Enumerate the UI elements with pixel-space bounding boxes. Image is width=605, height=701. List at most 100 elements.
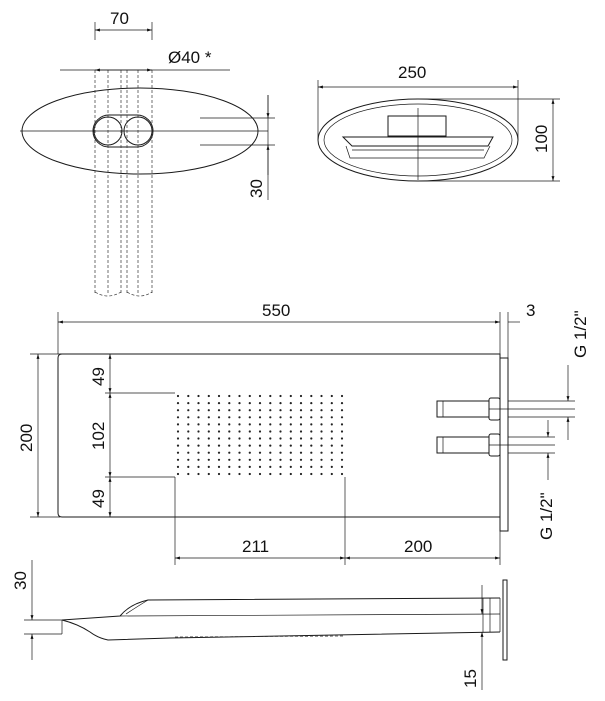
nozzle-dot bbox=[310, 423, 313, 426]
nozzle-dot bbox=[197, 423, 200, 426]
nozzle-dot bbox=[176, 458, 180, 461]
nozzle-dot bbox=[228, 423, 231, 426]
nozzle-dot bbox=[207, 402, 210, 405]
nozzle-dot bbox=[176, 465, 180, 468]
nozzle-dot bbox=[238, 465, 241, 468]
nozzle-dot bbox=[197, 394, 200, 398]
nozzle-dot bbox=[176, 430, 180, 433]
dim-grid-height: 102 bbox=[89, 422, 108, 450]
nozzle-dot bbox=[187, 402, 190, 405]
nozzle-dot bbox=[207, 394, 210, 398]
nozzle-dot bbox=[269, 416, 272, 419]
wall-plate-front-view: 70 Ø40 * 30 bbox=[20, 9, 275, 297]
nozzle-dot bbox=[176, 437, 180, 440]
nozzle-dot bbox=[340, 465, 344, 468]
nozzle-dot bbox=[320, 465, 323, 468]
nozzle-dot bbox=[279, 423, 282, 426]
nozzle-dot bbox=[320, 402, 323, 405]
nozzle-dot bbox=[197, 430, 200, 433]
nozzle-dot bbox=[269, 430, 272, 433]
nozzle-dot bbox=[238, 409, 241, 412]
nozzle-dot bbox=[176, 444, 180, 447]
nozzle-dot bbox=[258, 444, 262, 447]
nozzle-dot bbox=[217, 416, 221, 419]
nozzle-dot bbox=[330, 451, 333, 454]
nozzle-dot bbox=[217, 444, 221, 447]
nozzle-dot bbox=[248, 458, 251, 461]
nozzle-dot bbox=[228, 409, 231, 412]
dim-oval-height: 100 bbox=[532, 125, 551, 153]
nozzle-dot bbox=[207, 416, 210, 419]
nozzle-dot bbox=[269, 402, 272, 405]
nozzle-dot bbox=[330, 423, 333, 426]
nozzle-dot bbox=[310, 458, 313, 461]
nozzle-dot bbox=[299, 444, 303, 447]
nozzle-dot bbox=[289, 472, 292, 476]
nozzle-dot bbox=[258, 430, 262, 433]
nozzle-dot bbox=[330, 472, 333, 476]
nozzle-dot bbox=[197, 472, 200, 476]
nozzle-dot bbox=[238, 437, 241, 440]
nozzle-dot bbox=[258, 416, 262, 419]
nozzle-dot bbox=[320, 472, 323, 476]
nozzle-dot bbox=[310, 437, 313, 440]
nozzle-dot bbox=[330, 409, 333, 412]
dim-thread-top: G 1/2" bbox=[571, 310, 590, 358]
nozzle-dot bbox=[176, 423, 180, 426]
nozzle-dot bbox=[320, 394, 323, 398]
nozzle-dot bbox=[238, 444, 241, 447]
nozzle-dot bbox=[279, 451, 282, 454]
dim-top-width: 70 bbox=[110, 9, 129, 28]
nozzle-dot bbox=[279, 458, 282, 461]
nozzle-dot bbox=[197, 402, 200, 405]
nozzle-dot bbox=[340, 451, 344, 454]
nozzle-dot bbox=[299, 472, 303, 476]
nozzle-dot bbox=[187, 409, 190, 412]
nozzle-dot bbox=[340, 402, 344, 405]
nozzle-dot bbox=[289, 423, 292, 426]
connector-top bbox=[436, 397, 575, 421]
nozzle-dot bbox=[238, 451, 241, 454]
nozzle-dot bbox=[258, 451, 262, 454]
nozzle-dot bbox=[228, 458, 231, 461]
nozzle-dot bbox=[258, 394, 262, 398]
nozzle-dot bbox=[228, 451, 231, 454]
nozzle-dot bbox=[176, 416, 180, 419]
nozzle-dot bbox=[320, 451, 323, 454]
nozzle-dot bbox=[228, 416, 231, 419]
nozzle-dot bbox=[279, 444, 282, 447]
nozzle-dot bbox=[217, 402, 221, 405]
dim-profile-tip: 15 bbox=[461, 669, 480, 688]
nozzle-dot bbox=[207, 437, 210, 440]
nozzle-dot bbox=[207, 472, 210, 476]
nozzle-dot bbox=[248, 437, 251, 440]
nozzle-dot bbox=[258, 458, 262, 461]
nozzle-dot bbox=[289, 444, 292, 447]
nozzle-dot bbox=[228, 402, 231, 405]
nozzle-dot bbox=[279, 430, 282, 433]
nozzle-dot bbox=[310, 472, 313, 476]
nozzle-dot bbox=[176, 402, 180, 405]
nozzle-dot bbox=[269, 472, 272, 476]
nozzle-dot bbox=[176, 409, 180, 412]
nozzle-dot bbox=[197, 444, 200, 447]
nozzle-dot bbox=[197, 409, 200, 412]
nozzle-dot bbox=[289, 430, 292, 433]
nozzle-dot bbox=[258, 437, 262, 440]
nozzle-dot bbox=[217, 437, 221, 440]
nozzle-dot bbox=[299, 416, 303, 419]
nozzle-dot bbox=[279, 416, 282, 419]
nozzle-dot bbox=[330, 444, 333, 447]
side-profile: 30 15 bbox=[11, 560, 508, 690]
nozzle-dot bbox=[197, 465, 200, 468]
nozzle-dot bbox=[228, 394, 231, 398]
nozzle-dot bbox=[269, 423, 272, 426]
nozzle-dot bbox=[187, 451, 190, 454]
nozzle-dot bbox=[340, 394, 344, 398]
nozzle-dot bbox=[248, 409, 251, 412]
nozzle-dot bbox=[238, 394, 241, 398]
dim-plate-gap: 3 bbox=[526, 301, 535, 320]
nozzle-dot bbox=[248, 394, 251, 398]
nozzle-dot bbox=[310, 444, 313, 447]
nozzle-dot bbox=[248, 416, 251, 419]
